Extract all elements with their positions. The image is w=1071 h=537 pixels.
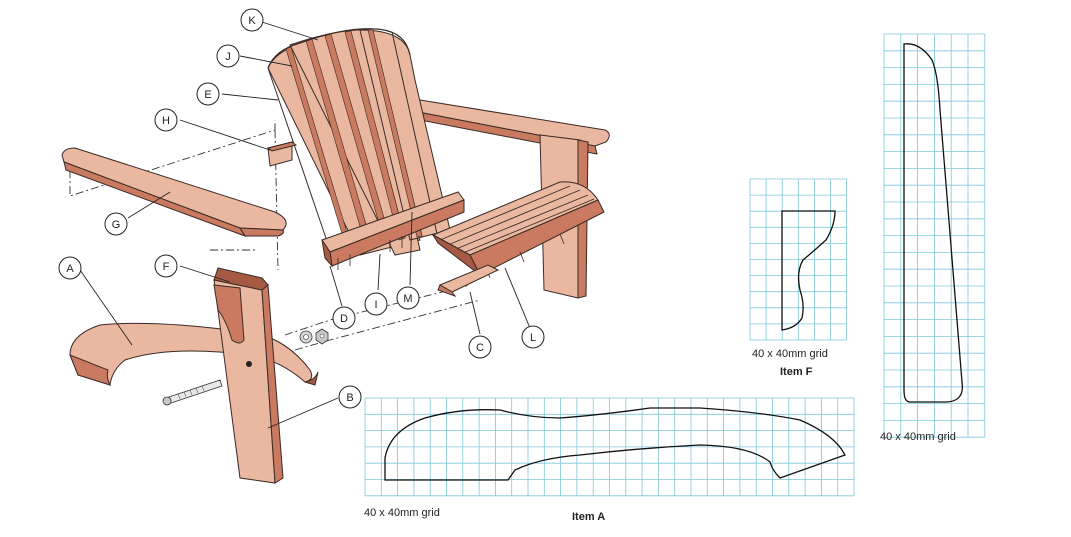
- pattern-item-a: 40 x 40mm grid Item A: [364, 397, 855, 523]
- callout-label: G: [112, 219, 121, 231]
- left-arm-rest-g: [61, 147, 287, 237]
- callouts: [79, 21, 531, 429]
- callout-circle: [332, 306, 356, 330]
- arm-top: [417, 99, 610, 147]
- callout-label: L: [530, 332, 536, 344]
- callout-h: H: [154, 108, 178, 132]
- callout-label: J: [225, 51, 231, 63]
- callout-circle: [154, 108, 178, 132]
- callout-label: B: [346, 392, 353, 404]
- outline-tall: [903, 43, 964, 403]
- callout-label: D: [340, 313, 348, 325]
- callout-m: M: [396, 286, 420, 310]
- outline-item-a: [384, 407, 846, 481]
- front-leg-b: [213, 267, 284, 484]
- callout-label: H: [162, 115, 170, 127]
- callout-circle: [196, 82, 220, 106]
- callout-i: I: [364, 292, 388, 316]
- callout-e: E: [196, 82, 220, 106]
- callout-circle: [58, 256, 82, 280]
- pattern-item-f: 40 x 40mm grid Item F: [749, 178, 847, 378]
- seat-slats: [431, 181, 605, 279]
- callout-label: A: [66, 263, 74, 275]
- callout-label: K: [248, 15, 256, 27]
- grid-item-f: [749, 178, 847, 341]
- back-slats: [267, 28, 451, 256]
- bolt-and-nut: [162, 328, 329, 406]
- callout-circle: [468, 335, 492, 359]
- item-caption-item-f: Item F: [780, 366, 813, 378]
- pattern-tall: 40 x 40mm grid: [880, 33, 986, 443]
- callout-circle: [338, 385, 362, 409]
- callout-label: I: [374, 299, 377, 311]
- callout-labels: K J E H G A F D I M C L B: [58, 8, 545, 409]
- grid-caption-item-f: 40 x 40mm grid: [752, 348, 828, 360]
- callout-circle: [240, 8, 264, 32]
- callout-label: M: [403, 293, 412, 305]
- callout-circle: [364, 292, 388, 316]
- callout-circle: [216, 44, 240, 68]
- callout-d: D: [332, 306, 356, 330]
- callout-l: L: [521, 325, 545, 349]
- block-f: [213, 284, 245, 344]
- callout-a: A: [58, 256, 82, 280]
- back-rail-h: [266, 141, 298, 167]
- item-caption-item-a: Item A: [572, 511, 605, 523]
- callout-f: F: [154, 254, 178, 278]
- callout-j: J: [216, 44, 240, 68]
- seat-front-rail: [321, 191, 465, 270]
- callout-label: E: [204, 89, 211, 101]
- callout-circle: [154, 254, 178, 278]
- callout-label: C: [476, 342, 484, 354]
- callout-k: K: [240, 8, 264, 32]
- callout-b: B: [338, 385, 362, 409]
- callout-label: F: [163, 261, 170, 273]
- callout-g: G: [104, 212, 128, 236]
- side-support-a: [69, 322, 319, 386]
- seat-support-c: [437, 264, 500, 298]
- grid-tall: [883, 33, 986, 438]
- outline-item-f: [781, 210, 836, 331]
- callout-circle: [396, 286, 420, 310]
- grid-caption-item-a: 40 x 40mm grid: [364, 507, 440, 519]
- callout-circle: [521, 325, 545, 349]
- grid-caption-tall: 40 x 40mm grid: [880, 431, 956, 443]
- callout-c: C: [468, 335, 492, 359]
- callout-circle: [104, 212, 128, 236]
